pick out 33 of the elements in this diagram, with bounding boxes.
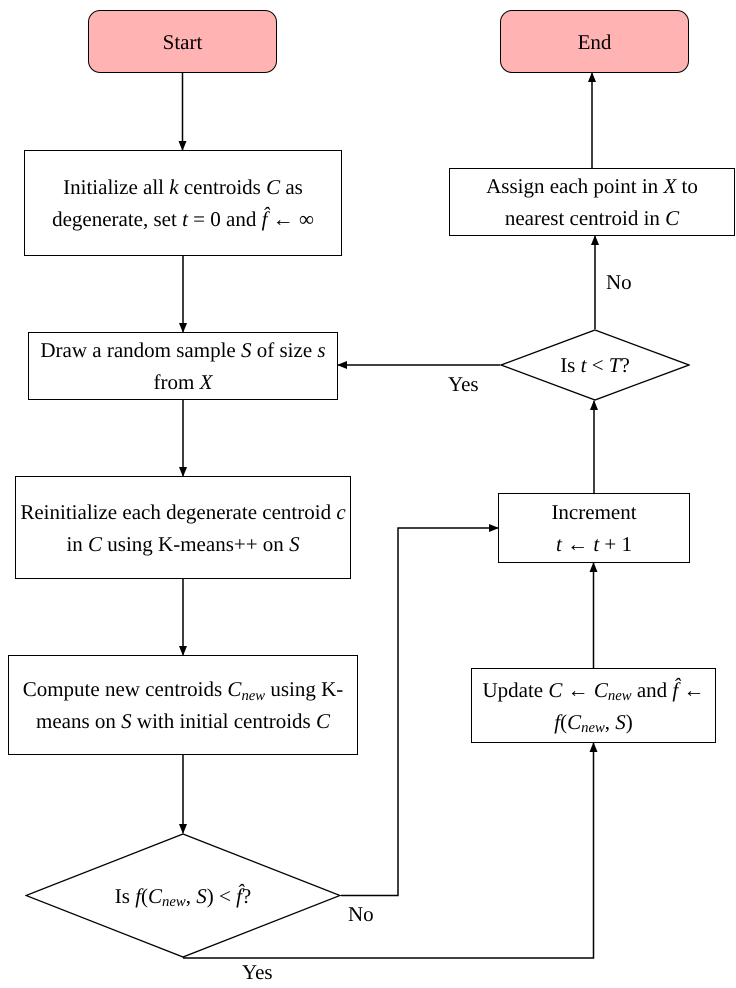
box-text: Update C ← C$_{new}$ and f̂ ← f(C$_{new}$, S) <box>481 676 706 738</box>
terminal-box <box>500 10 689 73</box>
box-text: Draw a random sample S of size s from X <box>39 337 327 396</box>
box-text: Assign each point in X to nearest centroid in C <box>485 173 699 232</box>
arrow <box>590 562 598 668</box>
process-box <box>471 668 716 743</box>
arrow <box>179 755 187 834</box>
decision-text: Is t < T? <box>560 352 630 378</box>
arrow <box>179 256 187 333</box>
box-text: Initialize all k centroids C as degenerate, set t = 0 and f̂ ← ∞ <box>51 174 315 233</box>
process-box <box>498 493 690 563</box>
arrow <box>178 73 186 151</box>
arrow <box>179 579 187 656</box>
box-text: End <box>578 28 612 56</box>
arrow <box>590 400 598 493</box>
decision-text: Is f(C$_{new}$, S) < f̂? <box>114 882 252 908</box>
arrow <box>591 235 599 329</box>
process-box <box>24 150 342 256</box>
process-box <box>15 476 351 579</box>
process-box <box>28 332 338 400</box>
process-box <box>8 655 358 755</box>
box-text: Reinitialize each degenerate centroid c in C using K-means++ on S <box>20 498 346 558</box>
process-box <box>449 168 735 236</box>
arrow <box>588 72 596 168</box>
box-text: Compute new centroids C$_{new}$ using K-means on S with initial centroids C <box>22 676 344 735</box>
arrow <box>183 742 598 959</box>
arrow <box>179 400 187 477</box>
box-text: t ← t + 1 <box>556 531 632 558</box>
terminal-box <box>88 10 277 73</box>
box-text: Start <box>162 28 202 56</box>
arrow <box>341 524 499 896</box>
box-text: Increment <box>551 499 637 526</box>
arrow <box>337 361 500 369</box>
